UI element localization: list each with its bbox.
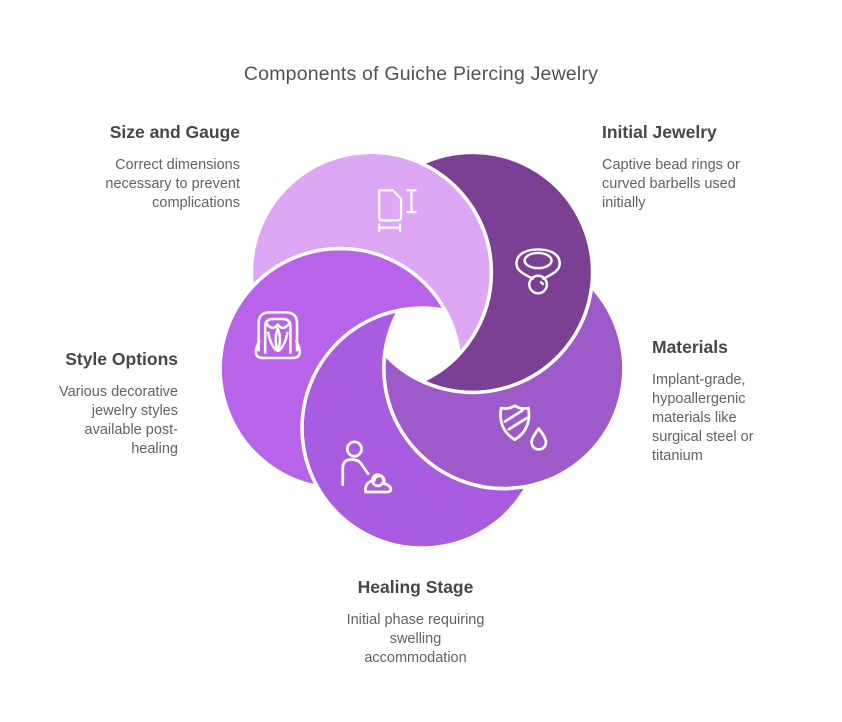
section-heading-initial-jewelry: Initial Jewelry: [602, 122, 717, 142]
section-description-size-gauge: Correct dimensions necessary to prevent …: [105, 157, 240, 211]
caregiver-patient-icon: [341, 440, 393, 494]
section-heading-size-gauge: Size and Gauge: [109, 122, 240, 142]
section-size-gauge: Size and Gauge Correct dimensions necess…: [40, 122, 240, 213]
section-materials: Materials Implant-grade, hypoallergenic …: [652, 337, 792, 466]
section-heading-healing-stage: Healing Stage: [357, 577, 474, 597]
section-style-options: Style Options Various decorative jewelry…: [3, 349, 178, 459]
section-initial-jewelry: Initial Jewelry Captive bead rings or cu…: [602, 122, 782, 213]
section-healing-stage: Healing Stage Initial phase requiring sw…: [308, 577, 523, 668]
captive-bead-ring-icon: [515, 248, 561, 295]
section-description-initial-jewelry: Captive bead rings or curved barbells us…: [602, 157, 740, 211]
dimensions-gauge-icon: [378, 189, 417, 232]
section-description-style-options: Various decorative jewelry styles availa…: [58, 384, 178, 457]
page-title: Components of Guiche Piercing Jewelry: [243, 63, 599, 86]
ornate-jewel-icon: [254, 311, 302, 360]
section-description-materials: Implant-grade, hypoallergenic materials …: [652, 372, 754, 464]
section-heading-style-options: Style Options: [65, 349, 178, 369]
section-heading-materials: Materials: [652, 337, 728, 357]
section-description-healing-stage: Initial phase requiring swelling accommo…: [346, 612, 485, 666]
shield-water-drop-icon: [499, 404, 548, 451]
petal-style-options: [218, 246, 447, 489]
